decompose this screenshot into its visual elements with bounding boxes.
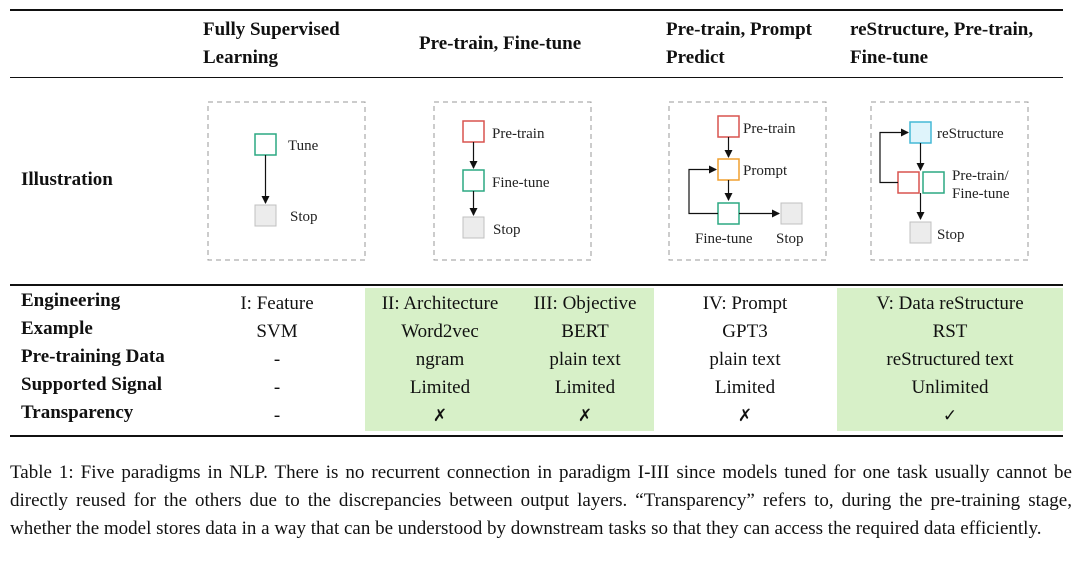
pretrain-box: [462, 120, 485, 143]
highlight-architecture-objective: [365, 288, 654, 431]
tune-box: [254, 133, 277, 156]
table-cell: Limited: [554, 377, 616, 398]
finetune-label: Fine-tune: [492, 175, 550, 191]
table-cell: -: [273, 349, 281, 370]
prompt-label: Prompt: [743, 163, 788, 179]
header-rule: [10, 77, 1063, 78]
header-pretrain-prompt-predict: Pre-train, Prompt Predict: [666, 19, 812, 68]
stop-label: Stop: [937, 227, 965, 243]
cross-mark: ✗: [432, 406, 448, 426]
table-caption: Table 1: Five paradigms in NLP. There is…: [10, 462, 1072, 539]
paradigm-diagrams: Tune Stop Pre-train Fine-tune Stop Pre-t…: [207, 101, 1029, 261]
diagram-frame: [870, 101, 1029, 261]
bottom-rule: [10, 435, 1063, 437]
finetune-box: [462, 169, 485, 192]
diagram-frame: [207, 101, 366, 261]
stop-box: [780, 202, 803, 225]
table-cell: ngram: [415, 349, 465, 370]
header-fully-supervised: Fully Supervised Learning: [203, 19, 340, 68]
stop-label: Stop: [290, 209, 318, 225]
table-cell: GPT3: [722, 321, 768, 342]
header-restructure: reStructure, Pre-train, Fine-tune: [850, 19, 1034, 68]
finetune-box: [922, 171, 945, 194]
cross-mark: ✗: [577, 406, 593, 426]
table-cell: IV: Prompt: [702, 293, 788, 314]
recurrent-loop-arrow: [688, 165, 718, 215]
pretrain-label: Pre-train: [743, 121, 796, 137]
table-cell: -: [273, 377, 281, 398]
row-label-supported-signal: Supported Signal: [21, 374, 162, 395]
diagram-fully-supervised: Tune Stop: [207, 101, 366, 261]
table-cell: Unlimited: [911, 377, 989, 398]
table-cell: II: Architecture: [381, 293, 499, 314]
restructure-box: [909, 121, 932, 144]
table-cell: plain text: [549, 349, 621, 370]
row-label-example: Example: [21, 318, 93, 339]
stop-box: [462, 216, 485, 239]
pretrain-box: [717, 115, 740, 138]
stop-label: Stop: [776, 231, 804, 247]
table-cell: RST: [932, 321, 968, 342]
pretrain-box: [897, 171, 920, 194]
row-label-pretraining-data: Pre-training Data: [21, 346, 165, 367]
illustration-label: Illustration: [21, 169, 113, 190]
illustration-rule: [10, 284, 1063, 286]
tune-label: Tune: [288, 138, 319, 154]
restructure-label: reStructure: [937, 126, 1004, 142]
stop-box: [909, 221, 932, 244]
table-cell: plain text: [709, 349, 781, 370]
row-label-transparency: Transparency: [21, 402, 134, 423]
table-cell: Limited: [714, 377, 776, 398]
recurrent-loop-arrow: [879, 128, 909, 184]
finetune-box: [717, 202, 740, 225]
pretrain-label: Pre-train: [492, 126, 545, 142]
table-cell: Word2vec: [401, 321, 479, 342]
table-cell: Limited: [409, 377, 471, 398]
pretrain-finetune-label-1: Pre-train/: [952, 168, 1009, 184]
diagram-frame: [668, 101, 827, 261]
table-cell: III: Objective: [533, 293, 637, 314]
table-cell: V: Data reStructure: [876, 293, 1024, 314]
diagram-frame: [433, 101, 592, 261]
header-pretrain-finetune: Pre-train, Fine-tune: [419, 33, 582, 54]
cross-mark: ✗: [737, 406, 753, 426]
table-cell: BERT: [561, 321, 609, 342]
diagram-restructure: reStructure Pre-train/ Fine-tune Stop: [870, 101, 1029, 261]
check-mark: ✓: [942, 406, 958, 426]
stop-label: Stop: [493, 222, 521, 238]
row-label-engineering: Engineering: [21, 290, 121, 311]
table-cell: I: Feature: [240, 293, 314, 314]
highlight-data-restructure: [837, 288, 1063, 431]
pretrain-finetune-label-2: Fine-tune: [952, 186, 1010, 202]
prompt-box: [717, 158, 740, 181]
top-rule: [10, 9, 1063, 11]
diagram-pretrain-prompt: Pre-train Prompt Fine-tune Stop: [668, 101, 827, 261]
table-cell: -: [273, 405, 281, 426]
finetune-label: Fine-tune: [695, 231, 753, 247]
diagram-pretrain-finetune: Pre-train Fine-tune Stop: [433, 101, 592, 261]
stop-box: [254, 204, 277, 227]
table-cell: SVM: [256, 321, 298, 342]
table-cell: reStructured text: [886, 349, 1014, 370]
